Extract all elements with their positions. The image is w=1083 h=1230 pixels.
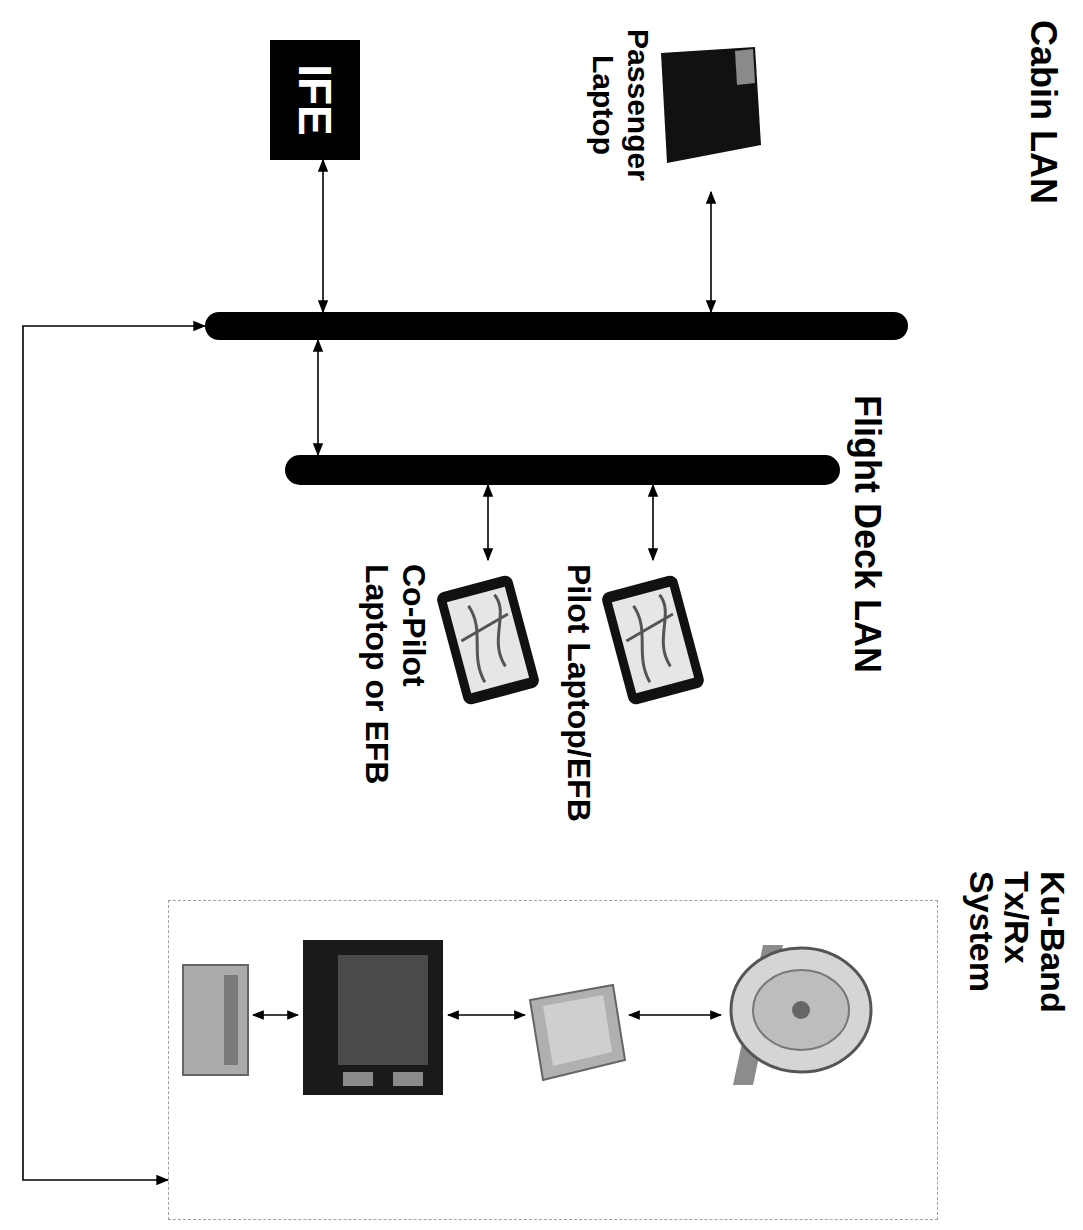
tablet-icon [600, 574, 705, 706]
group-heading: Flight Deck LAN [847, 395, 887, 673]
unit-body [530, 985, 625, 1080]
modem-unit [303, 940, 443, 1095]
tablet-icon [435, 574, 540, 706]
ife-box: IFE [270, 40, 360, 160]
screen-map [452, 593, 523, 686]
unit-stripe [224, 975, 238, 1065]
dish-feed [792, 1001, 810, 1019]
tablet-screen [447, 587, 529, 693]
device: Co-Pilot Laptop or EFB [354, 560, 548, 798]
unit-face [543, 995, 612, 1066]
laptop-highlight [735, 49, 755, 85]
device-label: Pilot Laptop/EFB [560, 564, 597, 822]
lan-bus: Cabin LAN [205, 312, 908, 340]
device: Pilot Laptop/EFB [556, 560, 713, 826]
laptop-icon [661, 47, 761, 163]
box-label: IFE [290, 64, 341, 136]
screen-map [617, 593, 688, 686]
connector [322, 160, 324, 312]
connector [23, 326, 205, 1180]
antenna-dish [731, 945, 871, 1085]
unit-connector [393, 1072, 423, 1086]
unit-face [338, 955, 428, 1065]
group-heading: Ku-Band Tx/Rx System [963, 871, 1070, 1036]
laptop-body [661, 47, 761, 163]
system-group: Ku-Band Tx/Rx System [168, 900, 938, 1220]
connector [317, 340, 319, 455]
connector [710, 192, 712, 312]
transceiver-unit [530, 985, 625, 1080]
dish-inner [753, 970, 849, 1050]
device: Passenger Laptop [582, 19, 771, 192]
internal-link [448, 1014, 525, 1016]
dish-reflector [731, 948, 871, 1072]
internal-link [253, 1014, 298, 1016]
lan-bus: Flight Deck LAN [285, 455, 840, 485]
unit-connector [343, 1072, 373, 1086]
tablet-screen [612, 587, 694, 693]
connector [487, 485, 489, 560]
router-unit [183, 965, 248, 1075]
group-heading: Cabin LAN [1023, 20, 1063, 204]
unit-body [303, 940, 443, 1095]
device-label: Co-Pilot Laptop or EFB [358, 564, 432, 794]
device-label: Passenger Laptop [586, 23, 655, 188]
internal-link [629, 1014, 721, 1016]
connector [652, 485, 654, 560]
tablet-body [600, 574, 705, 706]
tablet-body [435, 574, 540, 706]
unit-body [183, 965, 248, 1075]
